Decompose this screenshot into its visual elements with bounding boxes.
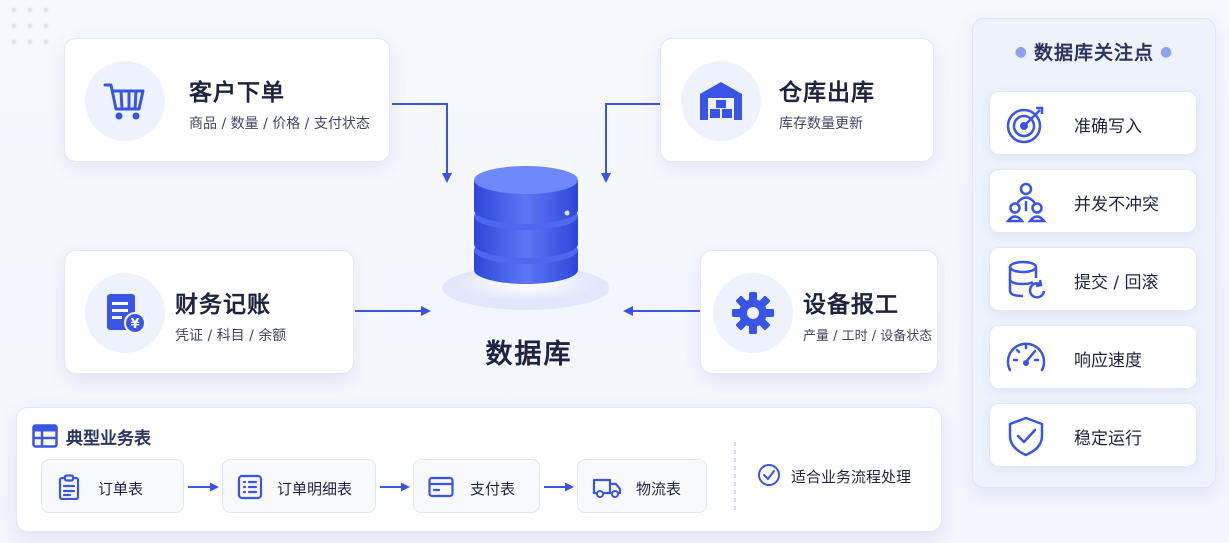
clipboard-icon	[58, 474, 80, 500]
table-chip-label: 订单明细表	[277, 480, 353, 498]
database-refresh-icon	[1008, 260, 1046, 299]
table-chip-label: 物流表	[636, 480, 682, 498]
table-chip-payments[interactable]: 支付表	[413, 459, 540, 513]
list-icon	[237, 474, 263, 500]
title-dot-left: ●	[1014, 44, 1028, 60]
focus-item-label: 准确写入	[1074, 117, 1142, 137]
focus-item-label: 稳定运行	[1074, 429, 1142, 449]
shopping-cart-icon	[103, 83, 145, 120]
focus-item[interactable]: 并发不冲突	[989, 169, 1197, 233]
users-hierarchy-icon	[1005, 182, 1047, 223]
finance-document-icon: ¥	[107, 294, 146, 334]
decorative-dots	[11, 7, 49, 45]
focus-item-label: 并发不冲突	[1074, 195, 1159, 215]
arrow-warehouse-to-db	[601, 103, 660, 183]
source-icon-wrap	[85, 61, 165, 141]
credit-card-icon	[428, 476, 454, 498]
check-circle-icon	[758, 464, 780, 486]
source-icon-wrap	[713, 273, 793, 353]
gear-icon	[732, 292, 774, 334]
arrow-order-to-db	[392, 103, 452, 183]
focus-item[interactable]: 准确写入	[989, 91, 1197, 155]
source-subtitle: 商品 / 数量 / 价格 / 支付状态	[189, 116, 370, 132]
source-card-warehouse-out[interactable]: 仓库出库 库存数量更新	[660, 38, 934, 162]
shield-check-icon	[1008, 416, 1044, 457]
warehouse-icon	[700, 82, 742, 120]
source-icon-wrap: ¥	[85, 273, 165, 353]
svg-text:¥: ¥	[130, 317, 139, 332]
tables-section-title: 典型业务表	[66, 429, 151, 449]
table-chip-order-details[interactable]: 订单明细表	[222, 459, 376, 513]
title-dot-right: ●	[1160, 44, 1174, 60]
source-subtitle: 凭证 / 科目 / 余额	[175, 328, 287, 344]
source-card-equipment[interactable]: 设备报工 产量 / 工时 / 设备状态	[700, 250, 938, 374]
table-grid-icon	[32, 424, 58, 448]
focus-item[interactable]: 响应速度	[989, 325, 1197, 389]
source-title: 财务记账	[175, 292, 271, 318]
focus-item[interactable]: 提交 / 回滚	[989, 247, 1197, 311]
focus-panel-title-text: 数据库关注点	[1033, 42, 1154, 64]
source-title: 仓库出库	[779, 80, 875, 106]
source-card-customer-order[interactable]: 客户下单 商品 / 数量 / 价格 / 支付状态	[64, 38, 390, 162]
table-chip-label: 支付表	[470, 480, 516, 498]
source-card-finance[interactable]: ¥ 财务记账 凭证 / 科目 / 余额	[64, 250, 354, 374]
focus-item[interactable]: 稳定运行	[989, 403, 1197, 467]
focus-item-label: 提交 / 回滚	[1074, 273, 1159, 293]
source-title: 设备报工	[803, 292, 899, 318]
focus-panel-title: ● 数据库关注点 ●	[972, 38, 1216, 65]
database-icon	[442, 166, 610, 310]
source-subtitle: 库存数量更新	[779, 116, 863, 132]
table-chip-logistics[interactable]: 物流表	[577, 459, 707, 513]
source-title: 客户下单	[189, 80, 285, 106]
source-icon-wrap	[681, 61, 761, 141]
database-label: 数据库	[485, 339, 573, 370]
tables-note: 适合业务流程处理	[791, 468, 912, 486]
source-subtitle: 产量 / 工时 / 设备状态	[803, 329, 933, 344]
focus-item-label: 响应速度	[1074, 351, 1142, 371]
target-icon	[1006, 106, 1044, 144]
table-chip-orders[interactable]: 订单表	[41, 459, 184, 513]
speedometer-icon	[1006, 342, 1046, 372]
truck-icon	[592, 478, 622, 498]
table-chip-label: 订单表	[98, 480, 144, 498]
